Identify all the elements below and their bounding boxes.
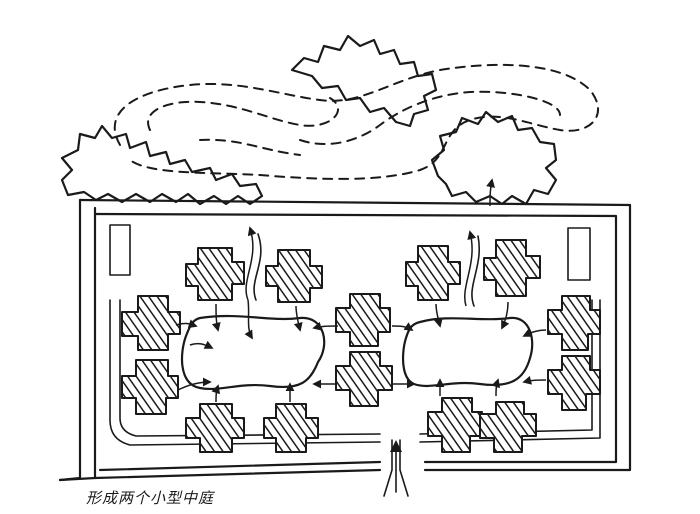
building-block: [121, 295, 181, 351]
courtyard-left: [180, 314, 326, 390]
site-boundary: [58, 198, 632, 482]
circulation-arrow: [391, 322, 414, 331]
circulation-arrow: [175, 319, 198, 328]
circulation-arrow: [491, 378, 500, 397]
building-block: [263, 403, 319, 453]
circulation-arrow: [501, 301, 510, 330]
building-block: [335, 293, 391, 347]
building-block: [405, 245, 461, 301]
dashed-garden-path: [113, 63, 600, 180]
building-block: [265, 249, 323, 303]
circulation-arrow: [177, 377, 212, 391]
parking-areas: [109, 224, 591, 281]
building-block: [547, 295, 601, 351]
circulation-arrow: [522, 328, 547, 337]
courtyards: [180, 314, 534, 390]
circulation-arrow: [433, 303, 443, 328]
building-blocks: [121, 239, 601, 453]
building-block: [479, 401, 537, 453]
tree-canopy-top-icon: [290, 34, 438, 128]
inner-loop-road: [109, 299, 601, 446]
courtyard-right: [401, 316, 534, 388]
building-block: [547, 355, 601, 411]
circulation-arrows: [175, 178, 547, 403]
building-block: [427, 397, 483, 453]
building-block: [121, 359, 179, 415]
circulation-arrow: [189, 340, 214, 349]
circulation-arrow: [244, 299, 253, 340]
tree-canopy-right-icon: [430, 110, 558, 206]
entrance-arrow-icon: [383, 439, 409, 497]
circulation-arrow: [293, 305, 303, 332]
building-block: [335, 351, 393, 407]
circulation-arrow: [211, 384, 220, 403]
caption-text: 形成两个小型中庭: [86, 489, 215, 507]
building-block: [185, 247, 245, 301]
tree-canopy-left-icon: [60, 124, 264, 206]
circulation-arrow: [245, 226, 257, 301]
parking-right: [567, 227, 591, 281]
circulation-arrow: [312, 321, 339, 331]
parking-left: [109, 224, 131, 276]
building-block: [483, 239, 541, 297]
circulation-arrow: [522, 375, 547, 385]
building-block: [185, 403, 245, 453]
circulation-arrow: [486, 178, 496, 207]
circulation-arrow: [464, 230, 477, 307]
circulation-arrow: [211, 303, 221, 332]
